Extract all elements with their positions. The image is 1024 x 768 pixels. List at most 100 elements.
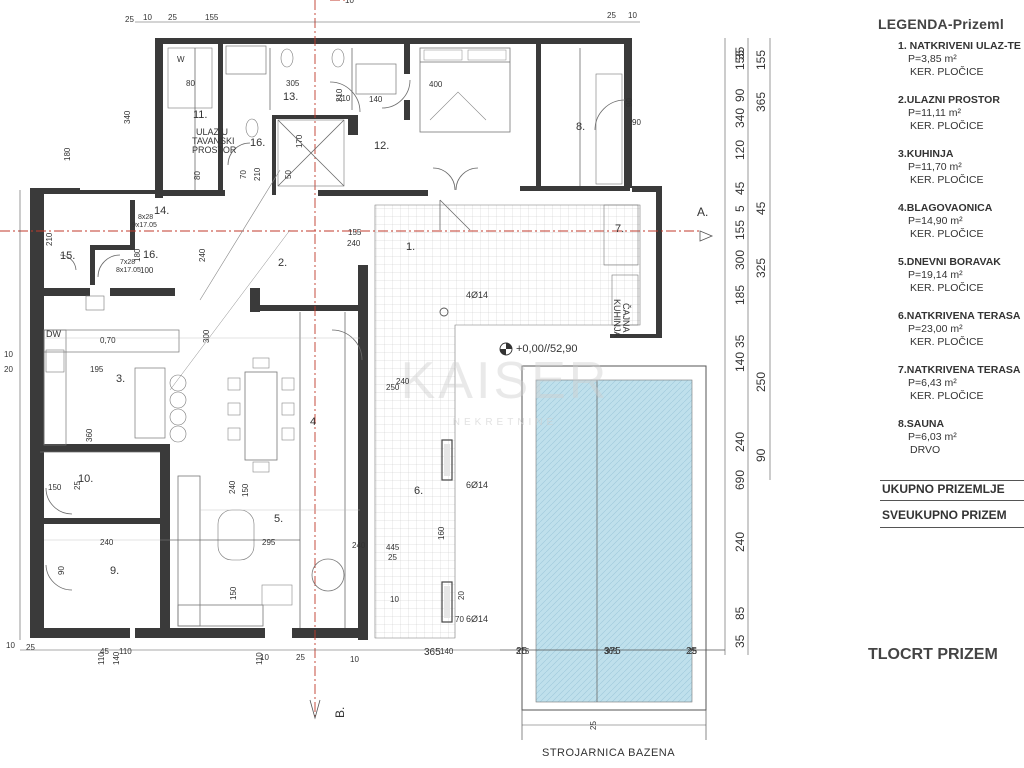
dimension-value: 50 — [284, 170, 293, 179]
legend-total-ground: UKUPNO PRIZEMLJE — [882, 482, 1005, 496]
dimension-value: 10 — [345, 0, 354, 5]
dimension-value: 25 — [516, 646, 528, 657]
dimension-value: 155 — [348, 228, 362, 237]
legend-item-finish: KER. PLOČICE — [910, 282, 984, 294]
legend-item-name: 6.NATKRIVENA TERASA — [898, 310, 1021, 322]
dimension-value: 110 — [255, 652, 264, 665]
door-swings — [45, 79, 626, 591]
pillar-label: 6Ø14 — [466, 614, 488, 624]
dimension-value: 150 — [229, 586, 238, 600]
dimension-value: 10 — [350, 655, 359, 664]
dimension-value: 10 — [6, 641, 15, 650]
dimension-value: 110 — [119, 647, 132, 656]
dimension-value: 365 — [754, 92, 768, 112]
room-label: 6. — [414, 485, 423, 497]
dimension-value: 360 — [85, 428, 94, 442]
legend-item-finish: KER. PLOČICE — [910, 120, 984, 132]
dimension-value: 25 — [688, 647, 697, 656]
room-label: 1. — [406, 241, 415, 253]
dimension-value: 90 — [733, 88, 747, 102]
dimension-value: 20 — [457, 591, 466, 600]
dimension-value: 300 — [202, 329, 211, 343]
dimension-value: 25 — [589, 721, 598, 730]
dimension-value: 240 — [347, 239, 361, 248]
legend-item-finish: KER. PLOČICE — [910, 66, 984, 78]
dimension-value: 0,70 — [100, 336, 116, 345]
dimension-value: 155 — [733, 50, 747, 70]
dimension-value: 140 — [369, 95, 383, 104]
dimension-value: 340 — [123, 110, 132, 124]
dimension-value: 340 — [733, 108, 747, 128]
pool — [521, 365, 707, 740]
dimension-value: 240 — [352, 541, 366, 550]
walls — [30, 38, 662, 640]
dimension-value: 240 — [228, 480, 237, 494]
legend-item-finish: DRVO — [910, 444, 941, 456]
watermark-sub: NEKRETNINE — [453, 417, 557, 428]
dimension-value: 90 — [625, 98, 634, 107]
watermark: KAISER — [401, 352, 610, 410]
legend-item-finish: KER. PLOČICE — [910, 390, 984, 402]
dimension-value: 150 — [48, 483, 62, 492]
plan-title: TLOCRT PRIZEM — [868, 646, 998, 663]
dimension-value: 305 — [286, 79, 300, 88]
dimension-lines — [19, 21, 771, 726]
dimension-value: 365 — [424, 647, 441, 658]
dimension-value: 170 — [295, 134, 304, 148]
dimension-value: 80 — [193, 171, 202, 180]
bathroom-fixtures — [167, 45, 639, 326]
dimension-value: 250 — [754, 372, 768, 392]
pillars — [439, 307, 453, 623]
legend-item-name: 7.NATKRIVENA TERASA — [898, 364, 1021, 376]
dimension-value: 150 — [241, 483, 250, 497]
legend-item-area: P=3,85 m² — [908, 53, 957, 65]
dimension-value: 70 — [239, 170, 248, 179]
dimension-value: 85 — [733, 606, 747, 620]
dimension-value: 25 — [168, 13, 177, 22]
dimension-value: 445 — [386, 543, 400, 552]
dimension-value: 10 — [628, 11, 637, 20]
room-label: 4 — [310, 416, 316, 428]
sauna-kitchen-label: ČAJNA — [621, 303, 631, 333]
dimension-value: 250 — [386, 383, 400, 392]
dimension-value: 295 — [262, 538, 276, 547]
partitions — [40, 48, 581, 628]
pool-room-label: STROJARNICA BAZENA — [542, 747, 675, 759]
dimension-value: 10 — [260, 653, 269, 662]
dimension-value: 180 — [63, 147, 72, 161]
legend-item-name: 8.SAUNA — [898, 418, 945, 430]
legend-item-finish: KER. PLOČICE — [910, 336, 984, 348]
annotations: ULAZ U TAVANSKI PROSTOR ČAJNA KUHINJA +0… — [46, 55, 708, 759]
dimension-value: 35 — [733, 46, 747, 60]
dimension-value: 240 — [396, 377, 410, 386]
kitchen-fixtures — [43, 295, 187, 446]
dimension-value: 240 — [198, 248, 207, 262]
dimension-value: 140 — [112, 651, 121, 665]
dimension-value: 240 — [733, 532, 747, 552]
legend-divider — [880, 480, 1024, 481]
legend-divider — [880, 527, 1024, 528]
dimension-value: 155 — [754, 50, 768, 70]
window-label: 8x28 — [138, 214, 153, 221]
room-label: 2. — [278, 257, 287, 269]
legend-item-area: P=6,03 m² — [908, 431, 957, 443]
dimension-value: 70 — [455, 615, 464, 624]
dimension-value: 210 — [335, 88, 344, 102]
dimension-value: 195 — [90, 365, 104, 374]
dimension-value: 300 — [733, 250, 747, 270]
room-label: 16. — [143, 249, 158, 261]
legend-divider — [880, 500, 1024, 501]
legend-item-area: P=6,43 m² — [908, 377, 957, 389]
room-label: 7. — [615, 223, 624, 235]
dimension-value: 90 — [754, 448, 768, 462]
bedroom-bed — [419, 47, 511, 133]
dimension-value: 25 — [686, 646, 698, 657]
legend-item-area: P=11,11 m² — [908, 107, 962, 119]
dimension-value: 365 — [604, 647, 618, 656]
legend-item-finish: KER. PLOČICE — [910, 174, 984, 186]
dimension-value: 25 — [296, 653, 305, 662]
room-label: 10. — [78, 473, 93, 485]
